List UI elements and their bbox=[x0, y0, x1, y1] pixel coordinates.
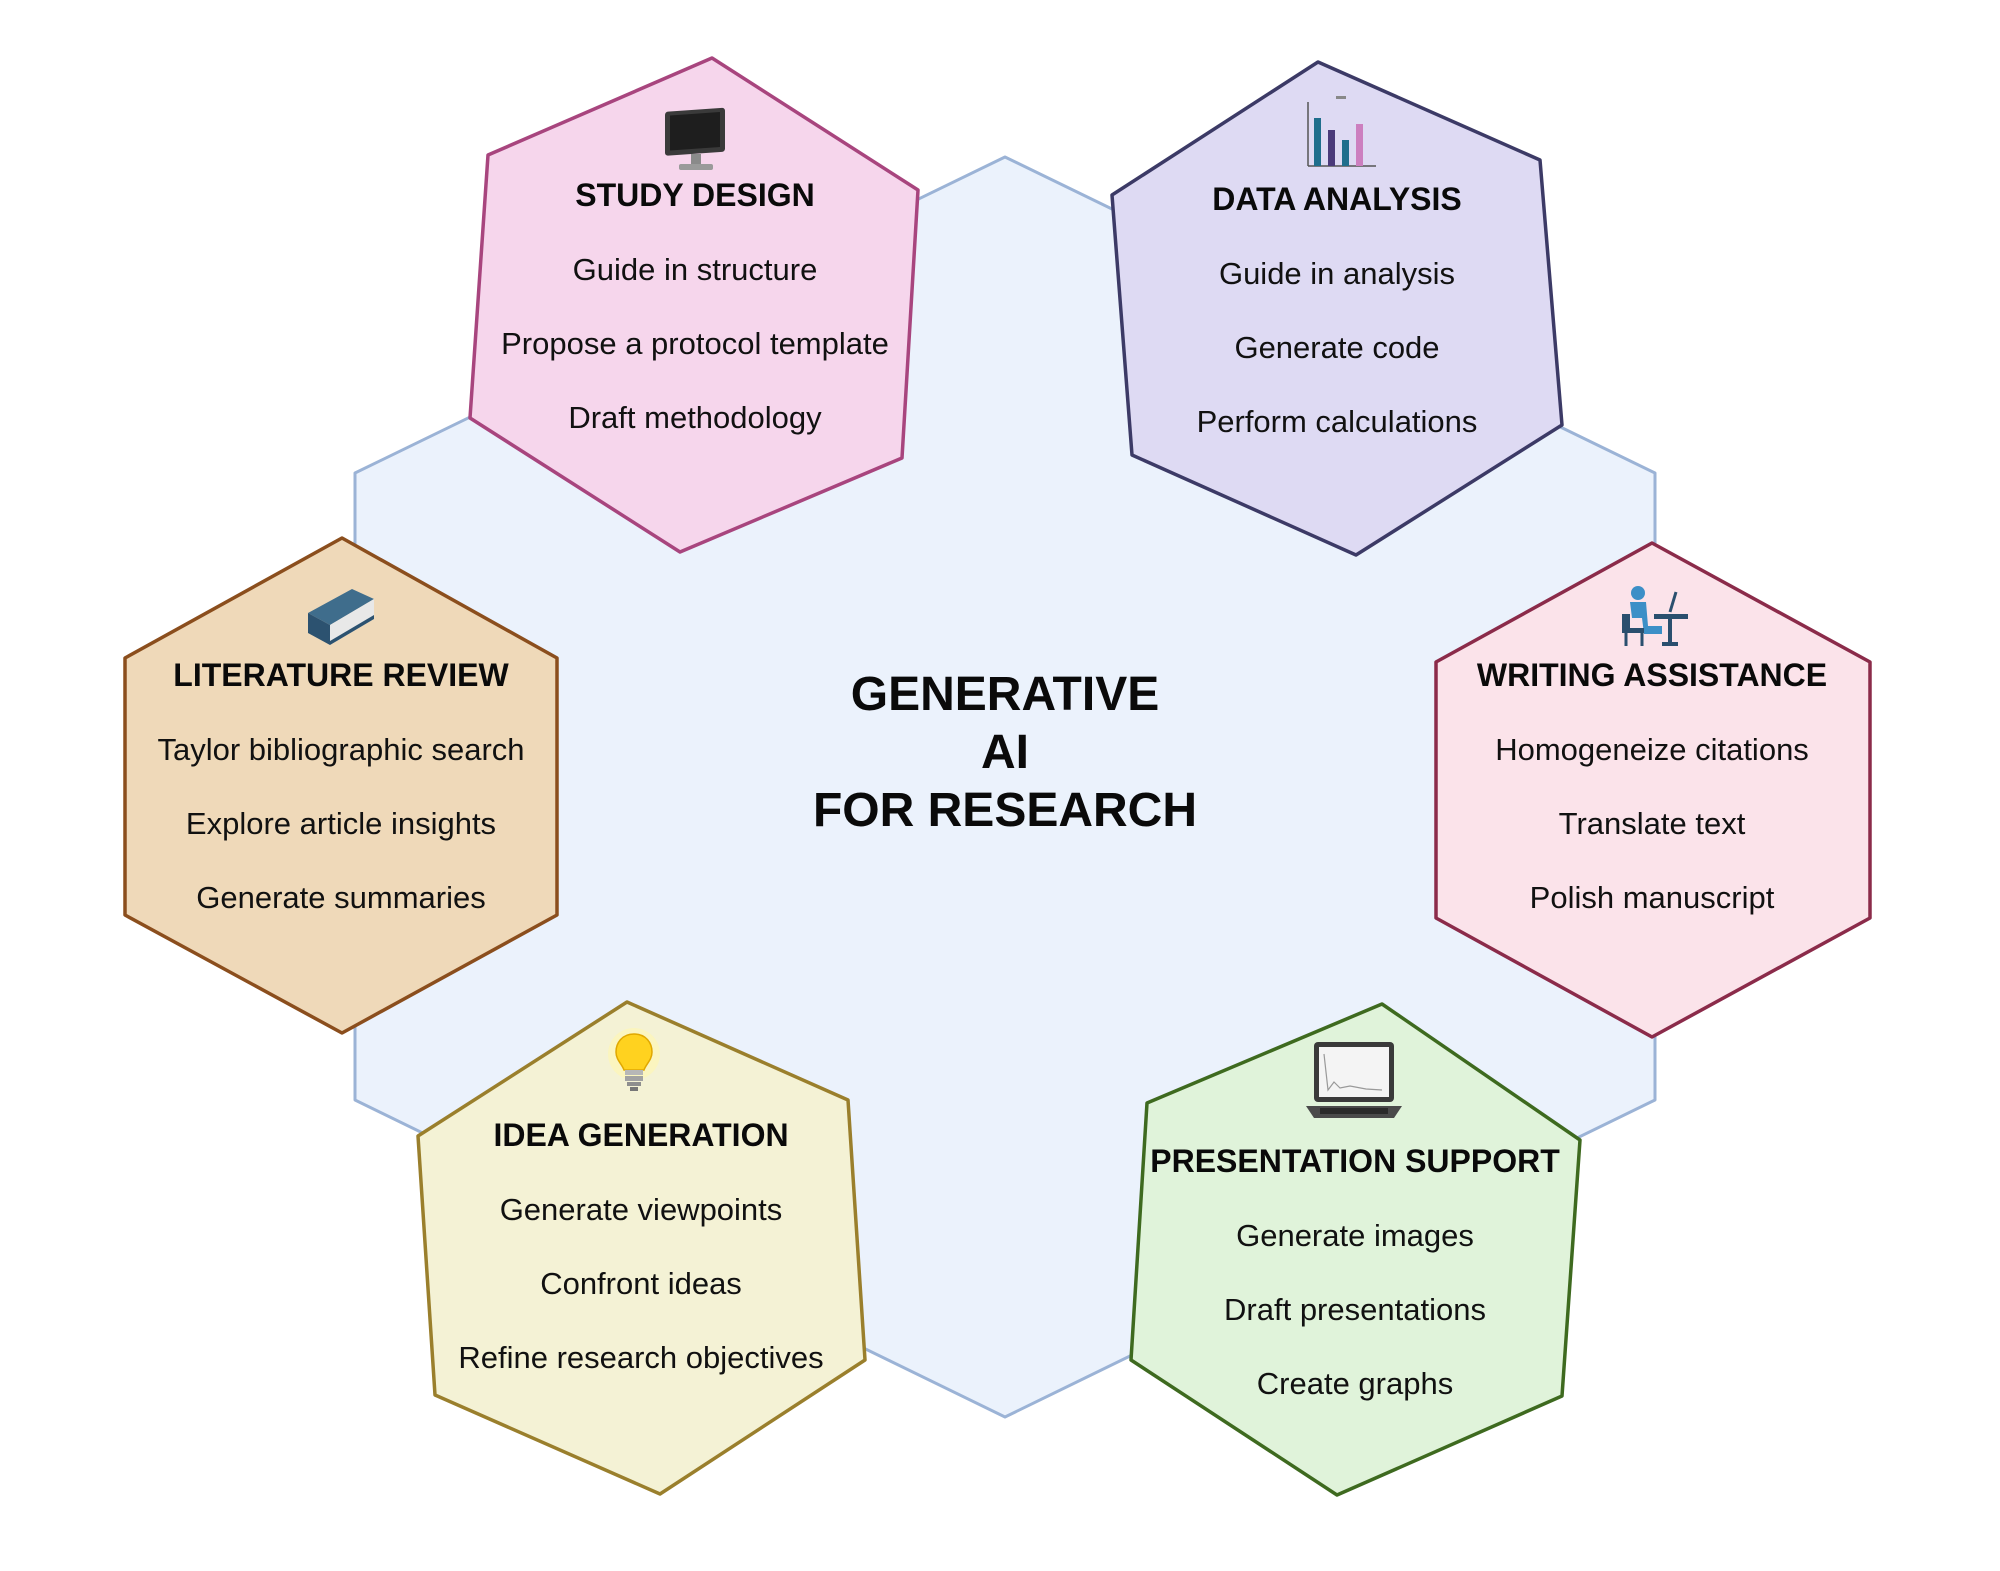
idea-generation-title: IDEA GENERATION bbox=[493, 1117, 788, 1153]
idea-generation-item-1: Generate viewpoints bbox=[500, 1192, 783, 1227]
hex-data-analysis-shape bbox=[1110, 60, 1564, 557]
literature-review-item-3: Generate summaries bbox=[196, 880, 485, 915]
hex-presentation-support: PRESENTATION SUPPORT Generate images Dra… bbox=[1129, 1002, 1582, 1497]
monitor-icon bbox=[665, 107, 725, 170]
study-design-item-3: Draft methodology bbox=[568, 400, 822, 435]
book-icon bbox=[308, 589, 374, 645]
literature-review-title: LITERATURE REVIEW bbox=[173, 657, 509, 693]
center-title-line-1: GENERATIVE bbox=[851, 668, 1159, 721]
center-title: GENERATIVE AI FOR RESEARCH bbox=[813, 668, 1197, 837]
data-analysis-item-1: Guide in analysis bbox=[1219, 256, 1455, 291]
bar-chart-icon bbox=[1307, 96, 1376, 167]
hex-writing-assistance-shape bbox=[1434, 541, 1872, 1039]
person-at-desk-icon bbox=[1622, 586, 1688, 646]
data-analysis-title: DATA ANALYSIS bbox=[1212, 181, 1462, 217]
hex-study-design: STUDY DESIGN Guide in structure Propose … bbox=[468, 56, 920, 554]
hex-idea-generation-shape bbox=[416, 1000, 867, 1496]
data-analysis-item-2: Generate code bbox=[1234, 330, 1439, 365]
hex-presentation-support-shape bbox=[1129, 1002, 1582, 1497]
writing-assistance-item-3: Polish manuscript bbox=[1530, 880, 1775, 915]
literature-review-item-1: Taylor bibliographic search bbox=[157, 732, 524, 767]
hex-literature-review: LITERATURE REVIEW Taylor bibliographic s… bbox=[123, 536, 559, 1035]
presentation-support-item-1: Generate images bbox=[1236, 1218, 1474, 1253]
study-design-item-1: Guide in structure bbox=[573, 252, 818, 287]
data-analysis-item-3: Perform calculations bbox=[1197, 404, 1478, 439]
center-title-line-2: AI bbox=[981, 726, 1029, 779]
presentation-support-title: PRESENTATION SUPPORT bbox=[1150, 1143, 1560, 1179]
study-design-title: STUDY DESIGN bbox=[575, 177, 814, 213]
idea-generation-item-3: Refine research objectives bbox=[458, 1340, 823, 1375]
study-design-item-2: Propose a protocol template bbox=[501, 326, 889, 361]
writing-assistance-title: WRITING ASSISTANCE bbox=[1477, 657, 1827, 693]
hex-literature-review-shape bbox=[123, 536, 559, 1035]
presentation-support-item-3: Create graphs bbox=[1257, 1366, 1453, 1401]
writing-assistance-item-1: Homogeneize citations bbox=[1495, 732, 1809, 767]
literature-review-item-2: Explore article insights bbox=[186, 806, 496, 841]
writing-assistance-item-2: Translate text bbox=[1559, 806, 1746, 841]
hex-study-design-shape bbox=[468, 56, 920, 554]
hex-idea-generation: IDEA GENERATION Generate viewpoints Conf… bbox=[416, 1000, 867, 1496]
idea-generation-item-2: Confront ideas bbox=[540, 1266, 742, 1301]
laptop-icon bbox=[1306, 1042, 1402, 1118]
lightbulb-icon bbox=[608, 1028, 660, 1091]
presentation-support-item-2: Draft presentations bbox=[1224, 1292, 1486, 1327]
center-title-line-3: FOR RESEARCH bbox=[813, 784, 1197, 837]
hex-data-analysis: DATA ANALYSIS Guide in analysis Generate… bbox=[1110, 60, 1564, 557]
hex-writing-assistance: WRITING ASSISTANCE Homogeneize citations… bbox=[1434, 541, 1872, 1039]
